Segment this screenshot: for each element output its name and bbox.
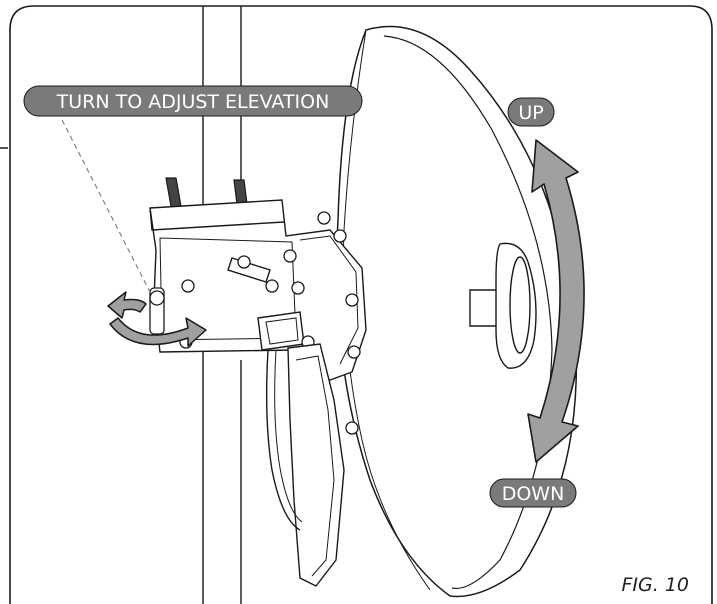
adjust-elevation-label: TURN TO ADJUST ELEVATION	[56, 91, 330, 113]
up-label: UP	[518, 102, 543, 124]
callout-pill	[23, 85, 363, 117]
radio-unit	[265, 343, 345, 587]
mounting-bracket	[149, 199, 367, 381]
rotation-arrow	[107, 291, 207, 347]
down-callout: DOWN	[489, 478, 577, 508]
up-callout: UP	[507, 97, 555, 127]
up-pill	[507, 97, 555, 127]
elevation-knob	[149, 287, 165, 335]
adjust-elevation-callout: TURN TO ADJUST ELEVATION	[23, 85, 363, 117]
down-pill	[489, 478, 577, 508]
figure-frame	[9, 5, 713, 604]
dish-hub	[469, 242, 537, 369]
down-label: DOWN	[502, 483, 565, 505]
figure-number: FIG. 10	[621, 574, 689, 596]
callout-leader-line	[57, 111, 151, 293]
up-down-arrow	[527, 139, 585, 463]
